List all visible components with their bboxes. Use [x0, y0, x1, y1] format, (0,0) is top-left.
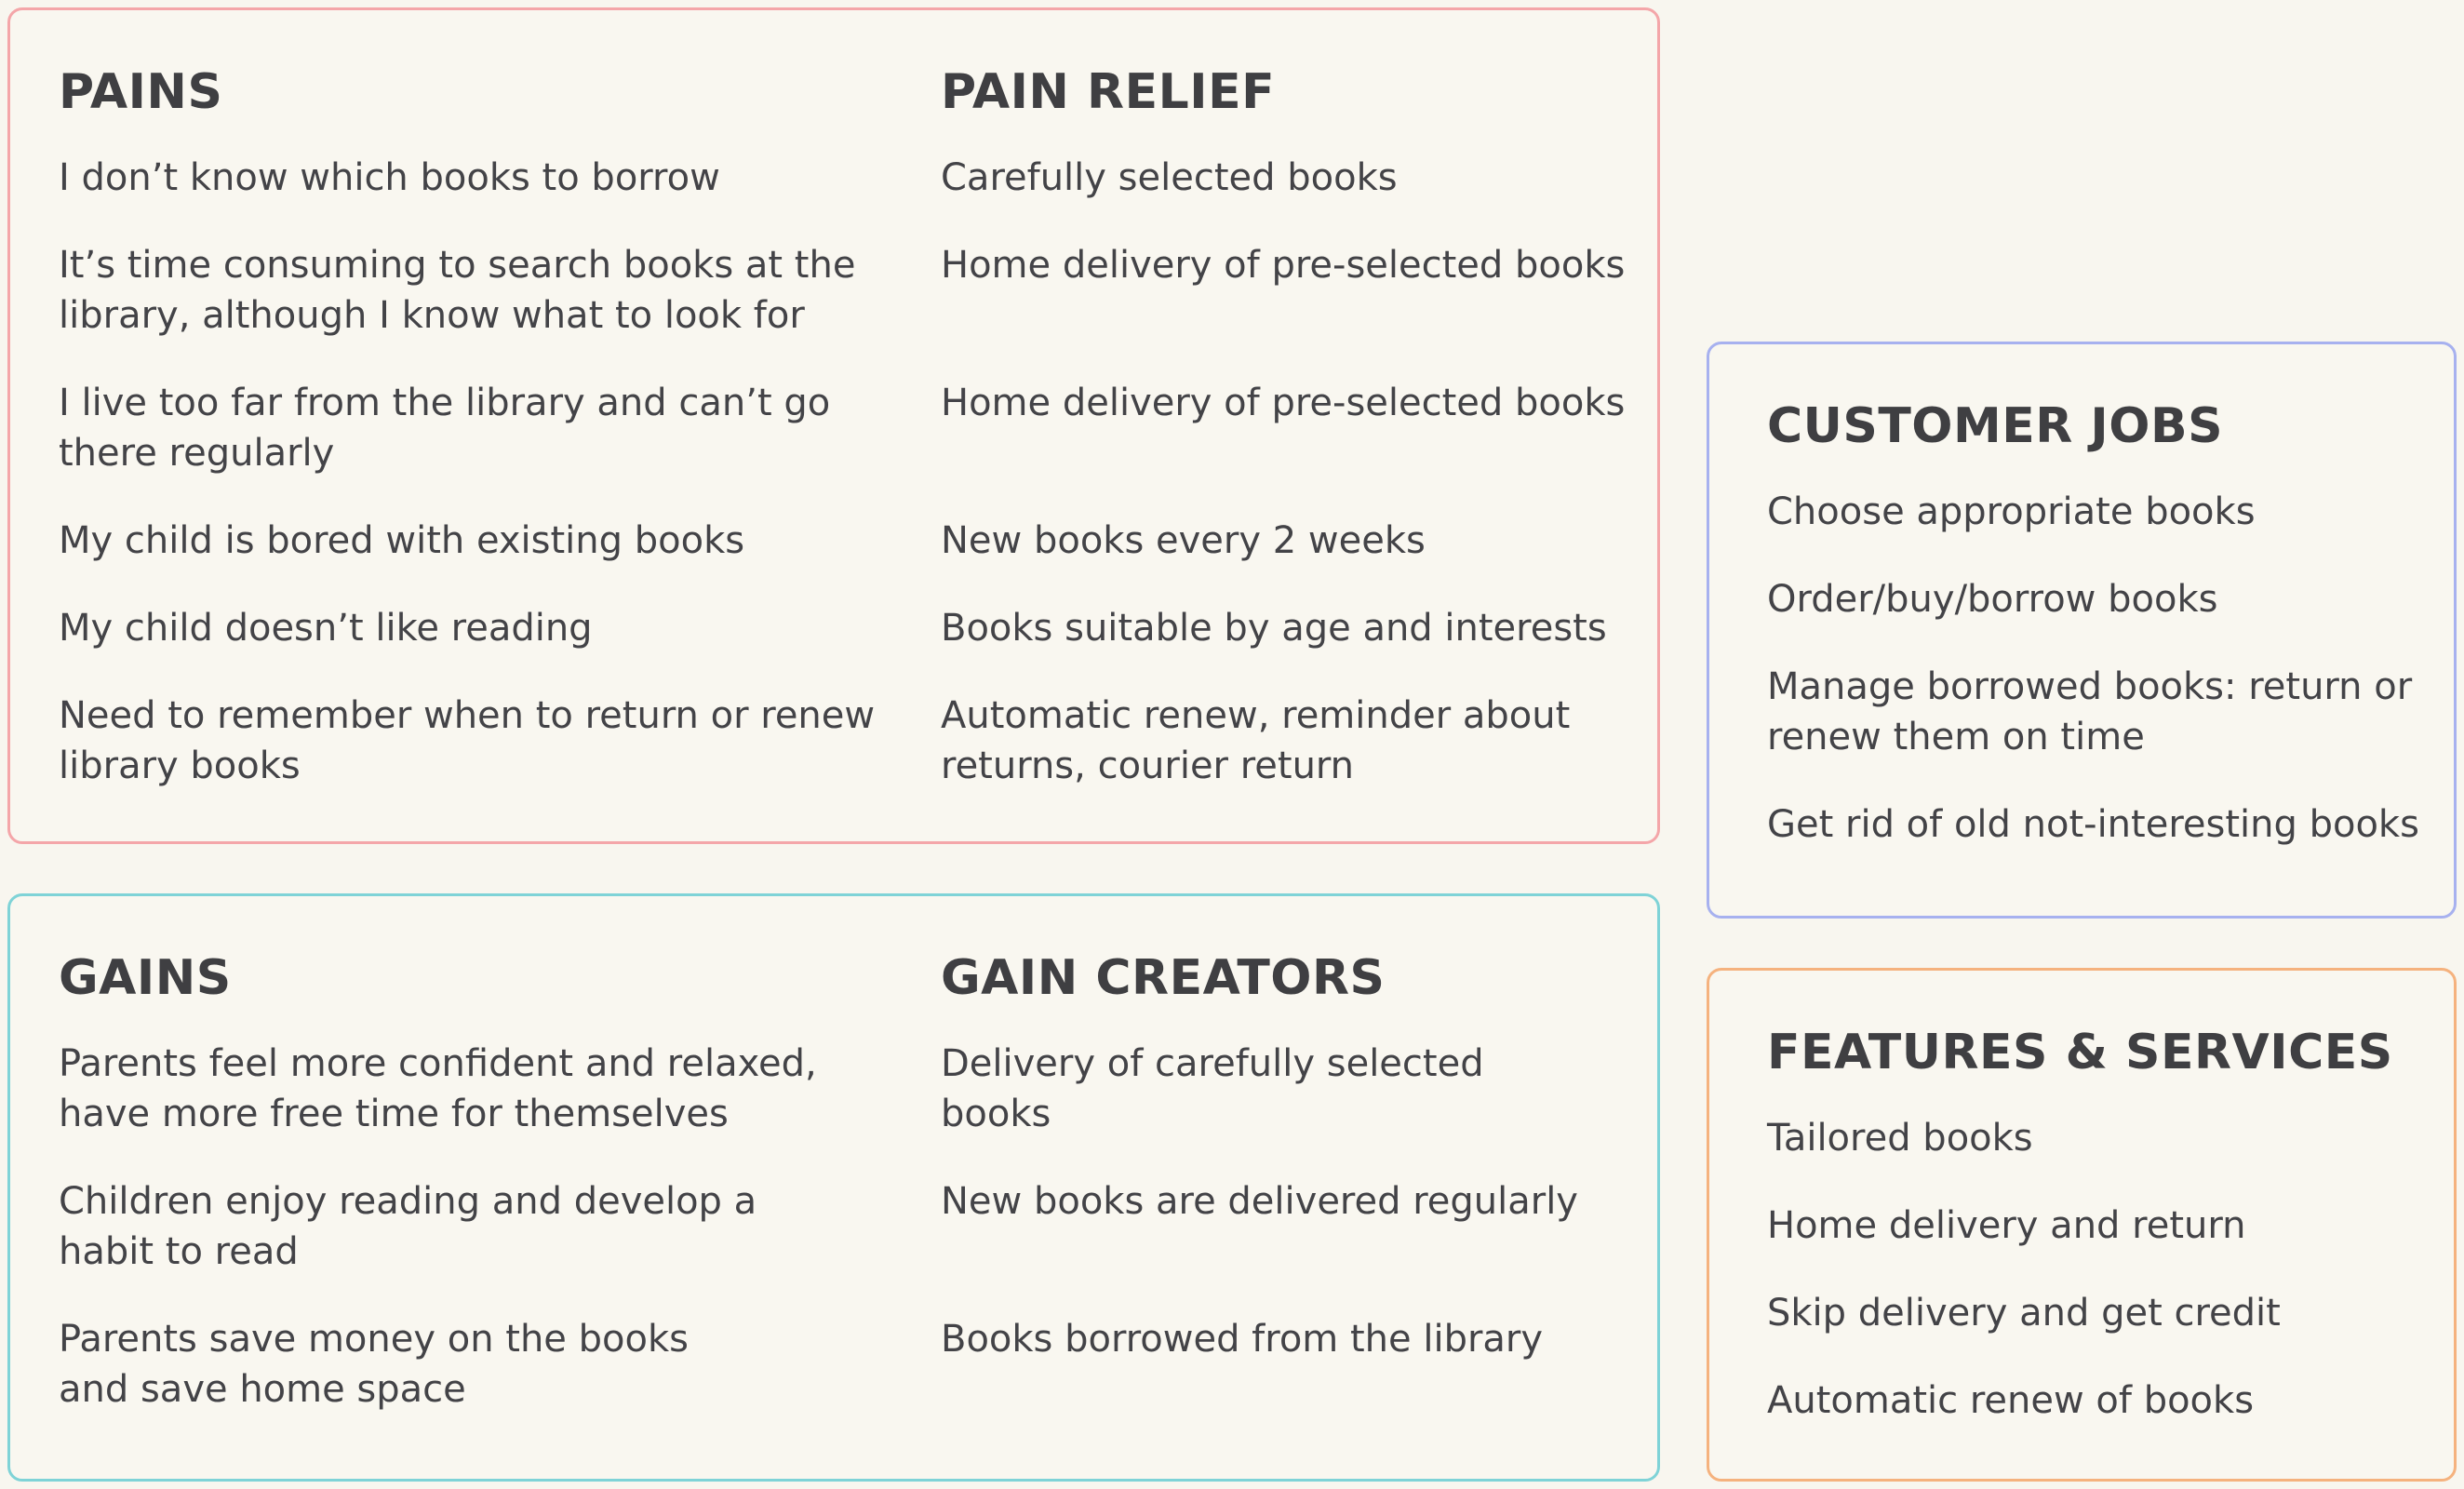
customer-jobs-column: CUSTOMER JOBS Choose appropriate books O…	[1767, 391, 2437, 855]
gain-creators-list: Delivery of carefully selected books New…	[941, 1039, 1629, 1415]
pains-item: Need to remember when to return or renew…	[59, 694, 876, 787]
gains-column: GAINS Parents feel more confident and re…	[59, 943, 840, 1415]
gains-panel: GAINS Parents feel more confident and re…	[7, 893, 1660, 1482]
features-services-list: Tailored books Home delivery and return …	[1767, 1113, 2437, 1431]
pain-relief-item: Home delivery of pre-selected books	[941, 244, 1626, 287]
customer-jobs-heading: CUSTOMER JOBS	[1767, 398, 2224, 454]
gains-item: Parents feel more confident and relaxed,…	[59, 1042, 817, 1135]
pain-relief-column: PAIN RELIEF Carefully selected books Hom…	[941, 57, 1629, 791]
features-services-heading: FEATURES & SERVICES	[1767, 1025, 2393, 1080]
pains-panel: PAINS I don’t know which books to borrow…	[7, 7, 1660, 844]
pain-relief-item: Carefully selected books	[941, 156, 1398, 199]
pains-heading: PAINS	[59, 64, 223, 120]
features-services-item: Skip delivery and get credit	[1767, 1292, 2281, 1335]
customer-jobs-list: Choose appropriate books Order/buy/borro…	[1767, 487, 2437, 855]
gains-item: Parents save money on the books and save…	[59, 1318, 689, 1411]
gain-creators-item: Books borrowed from the library	[941, 1318, 1544, 1361]
pain-relief-list: Carefully selected books Home delivery o…	[941, 153, 1629, 791]
pain-relief-heading: PAIN RELIEF	[941, 64, 1276, 120]
features-services-item: Tailored books	[1767, 1117, 2033, 1160]
pain-relief-item: Books suitable by age and interests	[941, 607, 1607, 650]
pains-list: I don’t know which books to borrow It’s …	[59, 153, 896, 791]
features-services-item: Home delivery and return	[1767, 1204, 2246, 1247]
pains-item: I live too far from the library and can’…	[59, 382, 831, 475]
gains-heading: GAINS	[59, 950, 232, 1006]
gain-creators-column: GAIN CREATORS Delivery of carefully sele…	[941, 943, 1629, 1415]
gains-list: Parents feel more confident and relaxed,…	[59, 1039, 840, 1415]
customer-jobs-item: Order/buy/borrow books	[1767, 578, 2218, 621]
features-services-item: Automatic renew of books	[1767, 1379, 2255, 1422]
gain-creators-item: New books are delivered regularly	[941, 1180, 1578, 1223]
pains-column: PAINS I don’t know which books to borrow…	[59, 57, 896, 791]
pains-item: It’s time consuming to search books at t…	[59, 244, 856, 337]
gains-item: Children enjoy reading and develop a hab…	[59, 1180, 757, 1273]
pain-relief-item: New books every 2 weeks	[941, 519, 1426, 562]
pains-item: I don’t know which books to borrow	[59, 156, 720, 199]
gain-creators-heading: GAIN CREATORS	[941, 950, 1386, 1006]
pain-relief-item: Automatic renew, reminder about returns,…	[941, 694, 1571, 787]
customer-jobs-item: Choose appropriate books	[1767, 490, 2256, 533]
gain-creators-item: Delivery of carefully selected books	[941, 1042, 1484, 1135]
pains-item: My child doesn’t like reading	[59, 607, 593, 650]
features-services-panel: FEATURES & SERVICES Tailored books Home …	[1707, 968, 2457, 1482]
customer-jobs-item: Manage borrowed books: return or renew t…	[1767, 665, 2413, 758]
customer-jobs-panel: CUSTOMER JOBS Choose appropriate books O…	[1707, 342, 2457, 919]
pains-item: My child is bored with existing books	[59, 519, 745, 562]
customer-jobs-item: Get rid of old not-interesting books	[1767, 803, 2419, 846]
features-services-column: FEATURES & SERVICES Tailored books Home …	[1767, 1017, 2437, 1431]
pain-relief-item: Home delivery of pre-selected books	[941, 382, 1626, 424]
